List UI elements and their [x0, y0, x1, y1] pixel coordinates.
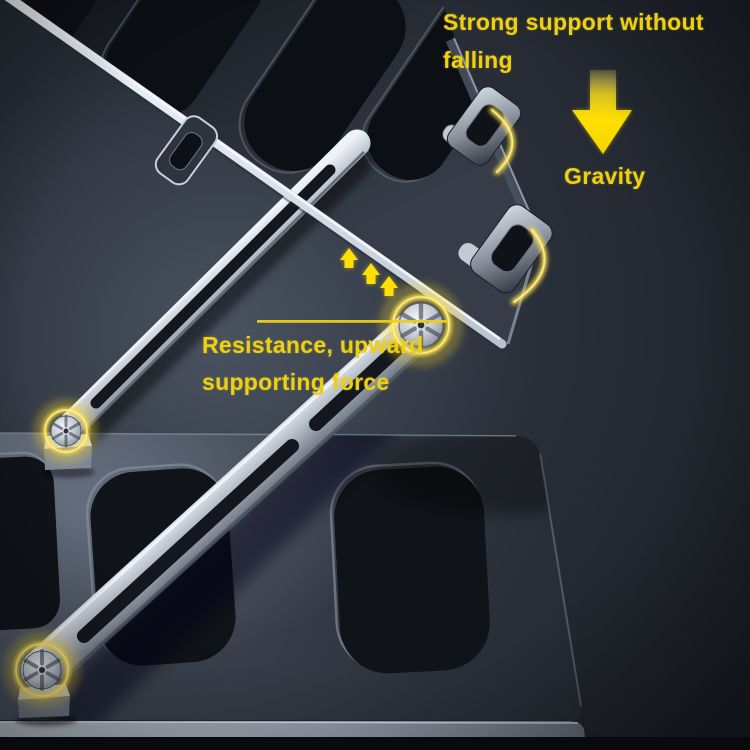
- gravity-label: Gravity: [564, 163, 646, 189]
- resistance-label-line2: supporting force: [202, 369, 390, 395]
- resistance-label: Resistance, upward supporting force: [202, 327, 423, 401]
- caption-strong-support-line2: falling: [443, 47, 513, 73]
- caption-strong-support-line1: Strong support without: [443, 9, 704, 35]
- resistance-label-line1: Resistance, upward: [202, 332, 424, 358]
- caption-strong-support: Strong support without falling: [443, 3, 704, 79]
